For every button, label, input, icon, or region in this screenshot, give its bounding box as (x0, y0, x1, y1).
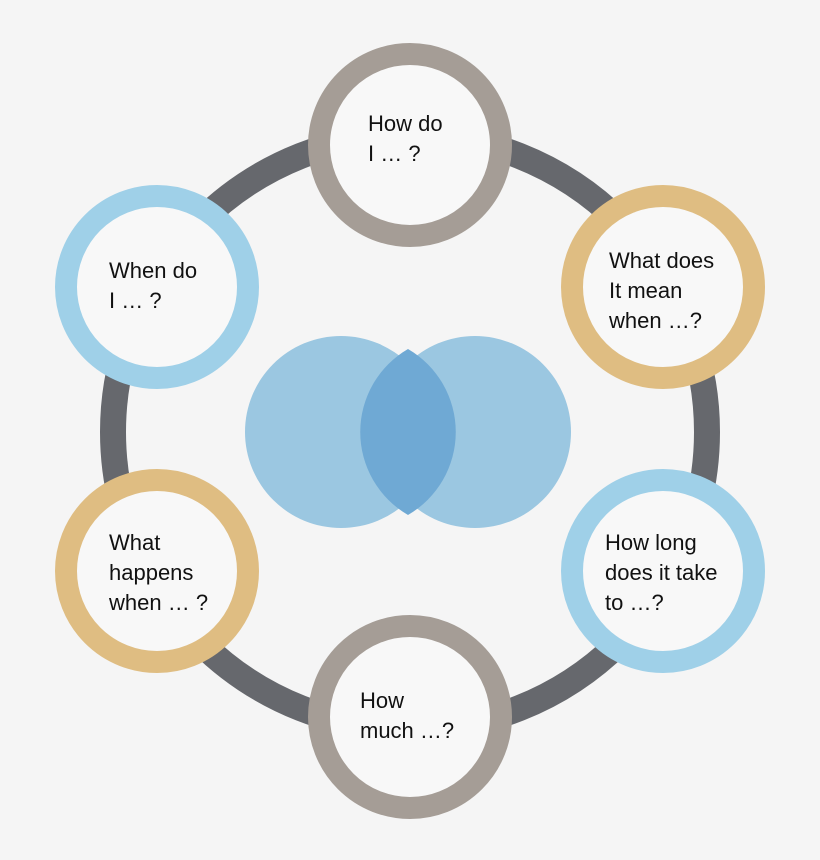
node-how-much (308, 615, 512, 819)
node-label-how-do-i: How do I … ? (368, 109, 443, 169)
venn-center (245, 336, 571, 528)
label-line: How do (368, 111, 443, 136)
node-ring (308, 615, 512, 819)
node-ring (308, 43, 512, 247)
node-label-what-happens: What happens when … ? (109, 528, 208, 618)
label-line: to …? (605, 590, 664, 615)
label-line: I … ? (368, 141, 421, 166)
label-line: when … ? (109, 590, 209, 615)
node-label-when-do-i: When do I … ? (109, 256, 197, 316)
node-ring (55, 469, 259, 673)
node-when-do-i (55, 185, 259, 389)
node-ring (561, 185, 765, 389)
node-ring (55, 185, 259, 389)
node-what-happens (55, 469, 259, 673)
node-label-what-does-it-mean: What does It mean when …? (609, 246, 714, 336)
venn-overlap (360, 349, 456, 515)
node-ring (561, 469, 765, 673)
label-line: It mean (609, 278, 683, 303)
label-line: does it take (605, 560, 718, 585)
node-what-does-it-mean (561, 185, 765, 389)
label-line: What does (609, 248, 715, 273)
node-how-long (561, 469, 765, 673)
label-line: How long (605, 530, 697, 555)
label-line: much …? (360, 718, 455, 743)
label-line: happens (109, 560, 194, 585)
node-label-how-much: How much …? (360, 686, 454, 746)
label-line: When do (109, 258, 198, 283)
node-how-do-i (308, 43, 512, 247)
label-line: when …? (609, 308, 702, 333)
label-line: What (109, 530, 161, 555)
label-line: I … ? (109, 288, 162, 313)
label-line: How (360, 688, 405, 713)
node-label-how-long: How long does it take to …? (605, 528, 718, 618)
